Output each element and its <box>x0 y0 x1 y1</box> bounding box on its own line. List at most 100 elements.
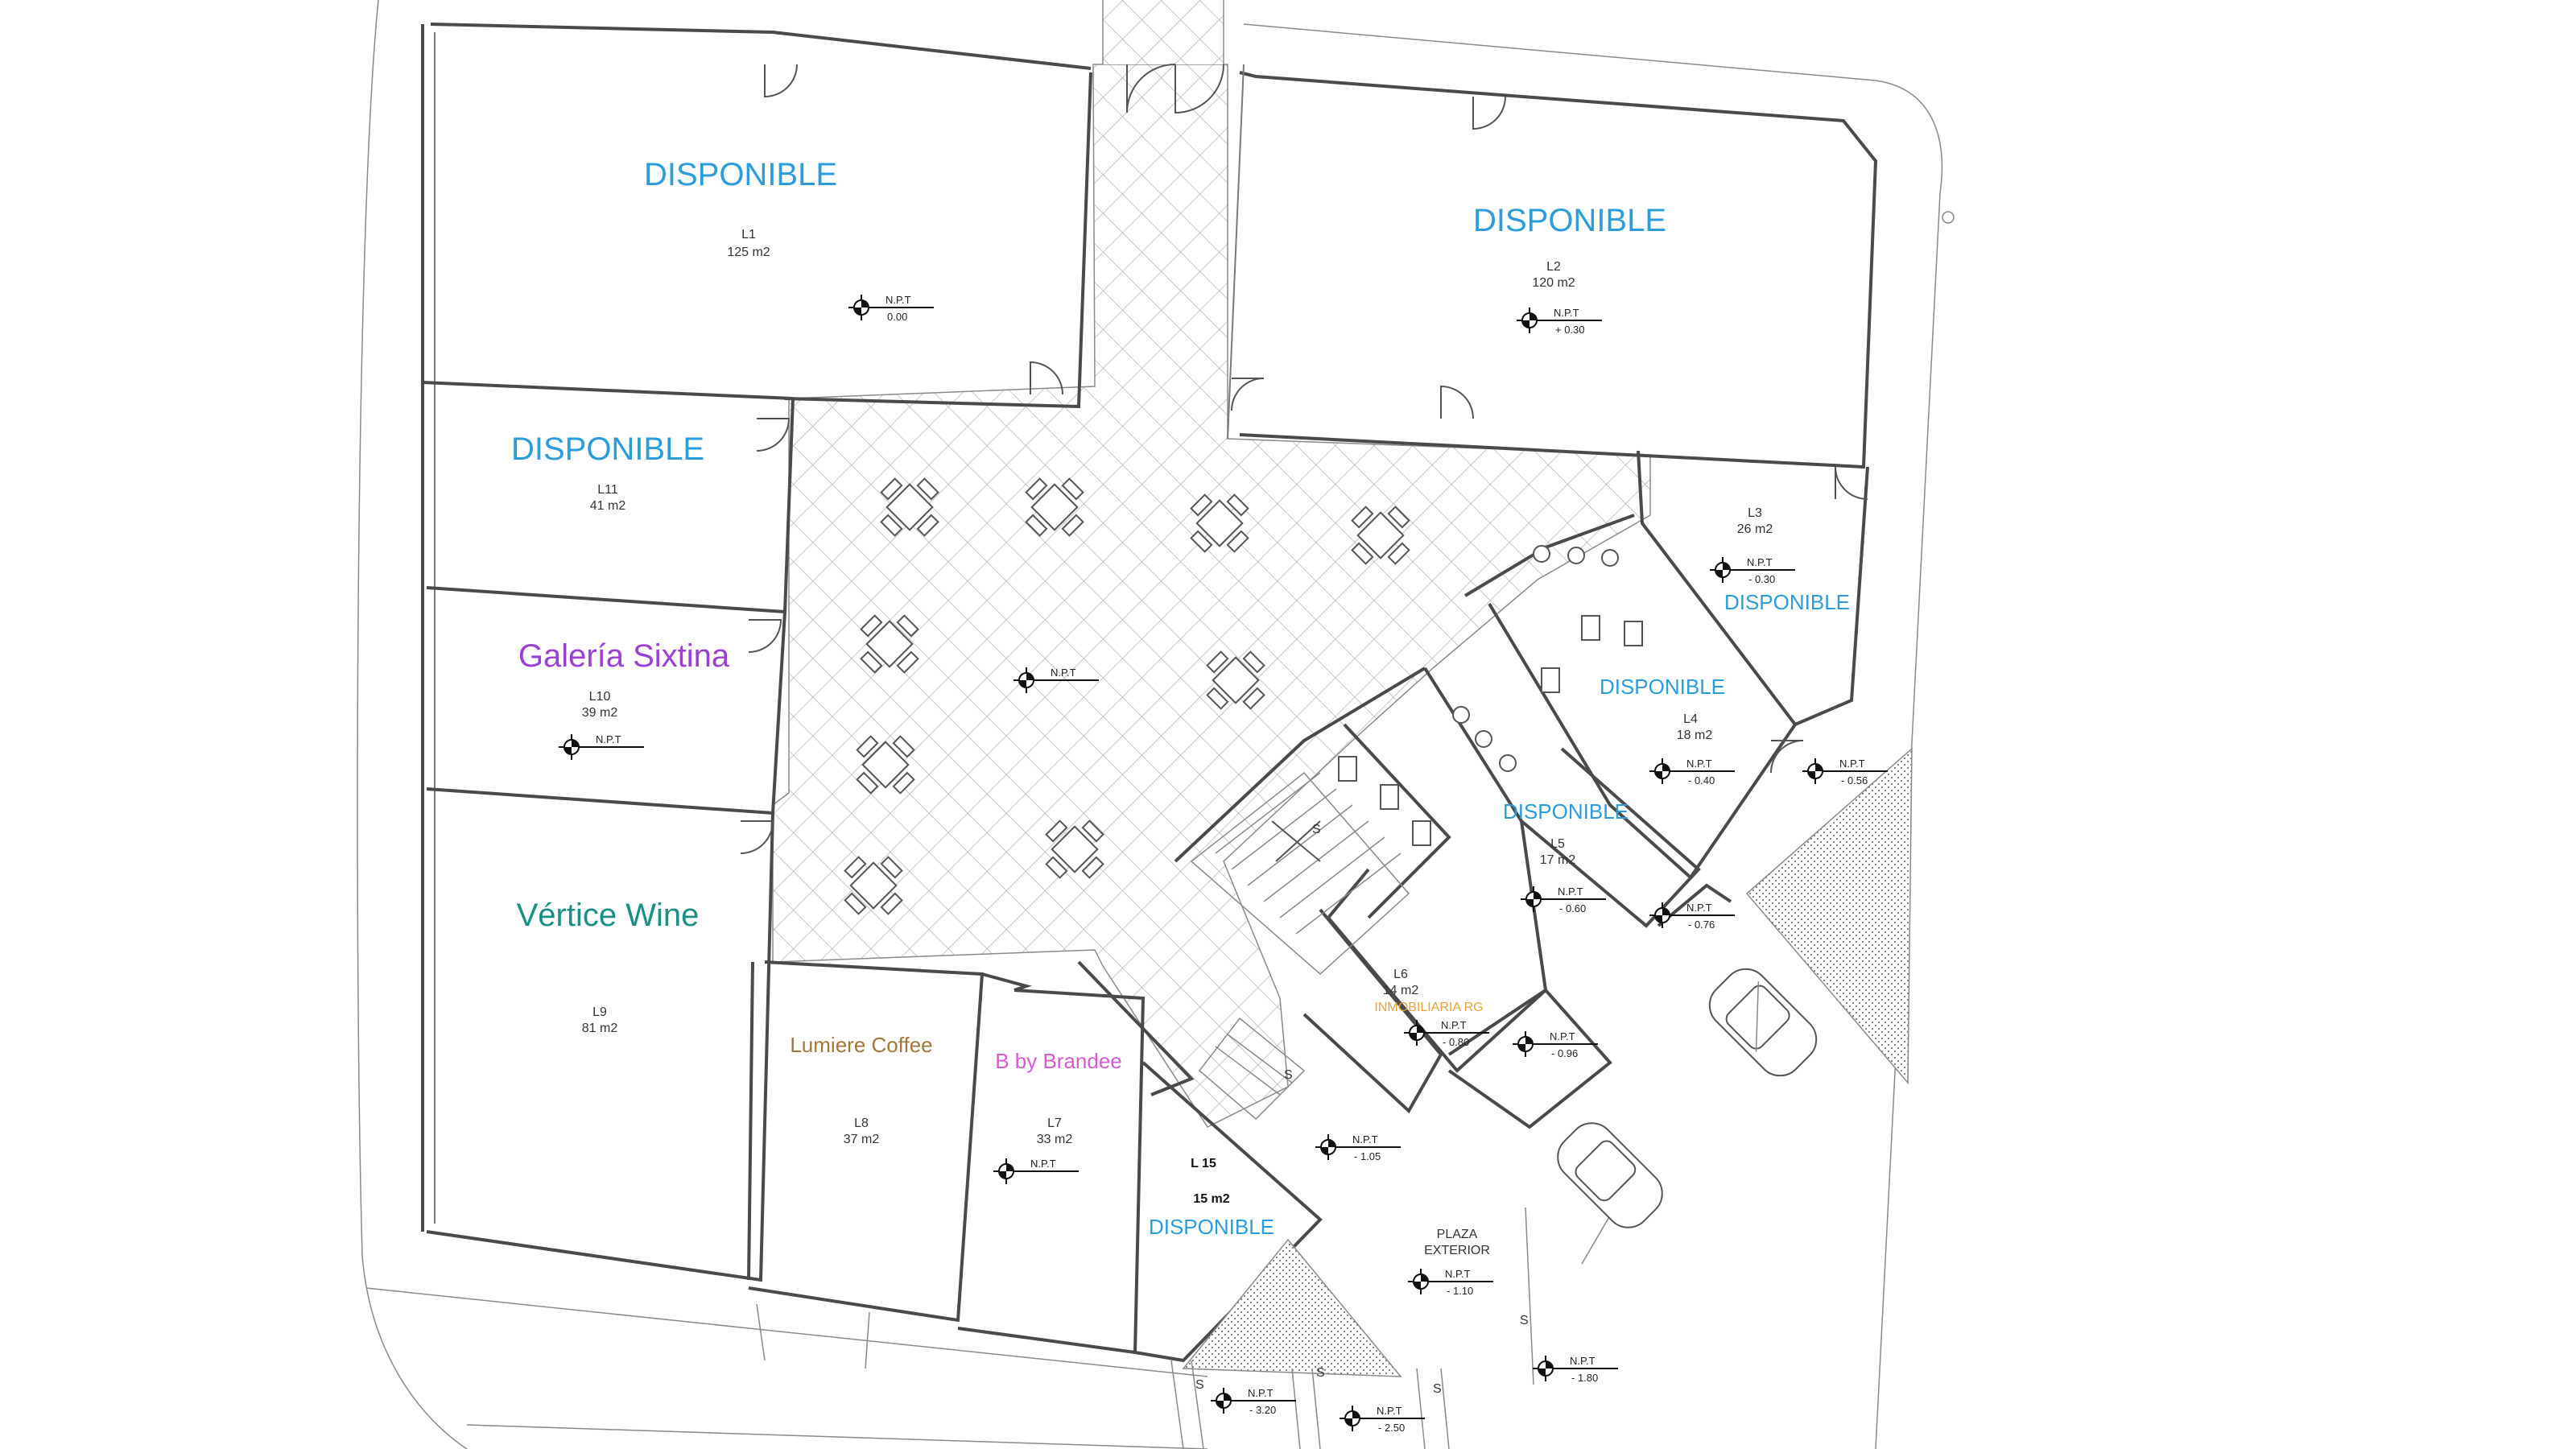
unit-l11-status: DISPONIBLE <box>511 431 704 467</box>
unit-l2-status: DISPONIBLE <box>1473 203 1666 238</box>
stair-marks: S S S S S S <box>1195 823 1529 1396</box>
level-marker-plain-14: N.P.T <box>1013 667 1099 693</box>
level-label: N.P.T <box>1747 556 1773 568</box>
unit-l5-area: 17 m2 <box>1540 853 1576 867</box>
level-label: N.P.T <box>1558 886 1583 898</box>
level-label: N.P.T <box>1441 1019 1467 1031</box>
level-marker-ramp_c: N.P.T - 0.96 <box>1513 1030 1598 1059</box>
unit-l1-status: DISPONIBLE <box>644 157 837 192</box>
unit-l9-area: 81 m2 <box>582 1022 618 1035</box>
unit-l4[interactable]: DISPONIBLE L4 18 m2 <box>1600 675 1725 742</box>
level-value: - 0.56 <box>1841 774 1868 786</box>
level-label: N.P.T <box>1839 758 1865 770</box>
unit-l7-code: L7 <box>1047 1117 1062 1130</box>
unit-l3-code: L3 <box>1748 506 1762 520</box>
level-marker-stair_low: N.P.T - 1.05 <box>1315 1133 1401 1162</box>
unit-l10[interactable]: Galería Sixtina L10 39 m2 <box>518 638 730 720</box>
unit-l6[interactable]: L6 14 m2 INMOBILIARIA RG <box>1374 968 1483 1014</box>
level-marker-l3: N.P.T - 0.30 <box>1710 556 1795 585</box>
level-label: N.P.T <box>1550 1030 1575 1042</box>
unit-l5-code: L5 <box>1550 837 1565 851</box>
unit-l3-status: DISPONIBLE <box>1724 590 1850 614</box>
level-label: N.P.T <box>886 294 911 306</box>
level-value: - 1.05 <box>1354 1150 1381 1162</box>
site-boundary <box>357 0 1955 1449</box>
stair-mark-s6: S <box>1433 1382 1442 1396</box>
unit-l9-code: L9 <box>592 1005 607 1019</box>
level-marker-plaza: N.P.T - 1.10 <box>1408 1268 1493 1297</box>
level-marker-plain-16: N.P.T <box>993 1158 1079 1184</box>
level-label: N.P.T <box>596 733 621 745</box>
stair-mark-s4: S <box>1195 1378 1204 1392</box>
stair-mark-s5: S <box>1316 1366 1325 1380</box>
unit-l9-tenant: Vértice Wine <box>517 898 700 933</box>
unit-l1[interactable]: DISPONIBLE L1 125 m2 <box>644 157 837 259</box>
parked-car-1 <box>1708 968 1818 1077</box>
level-value: 0.00 <box>887 311 907 323</box>
level-marker-front_b: N.P.T- 2.50 <box>1340 1405 1425 1434</box>
level-marker-l2: N.P.T + 0.30 <box>1517 307 1602 336</box>
level-marker-plain-15: N.P.T <box>559 733 644 760</box>
level-marker-front_a: N.P.T- 3.20 <box>1211 1387 1296 1416</box>
unit-l8[interactable]: Lumiere Coffee L8 37 m2 <box>790 1033 932 1146</box>
unit-l1-code: L1 <box>741 228 756 242</box>
door-swings <box>740 64 1868 854</box>
unit-l15-area: 15 m2 <box>1193 1192 1229 1206</box>
unit-l4-code: L4 <box>1683 712 1698 726</box>
stair-mark-s2: S <box>1284 1068 1293 1082</box>
level-label: N.P.T <box>1686 758 1712 770</box>
stair-mark-s3: S <box>1520 1314 1529 1327</box>
central-plaza-floor <box>772 0 1651 1128</box>
unit-l11-code: L11 <box>597 483 618 497</box>
level-label: N.P.T <box>1686 902 1712 914</box>
level-label: N.P.T <box>1570 1355 1596 1367</box>
plaza-line1: PLAZA <box>1437 1228 1478 1241</box>
unit-l15[interactable]: L 15 15 m2 DISPONIBLE <box>1149 1157 1274 1239</box>
unit-l2-code: L2 <box>1546 260 1561 274</box>
central-stair <box>1190 771 1410 1121</box>
level-value: - 1.10 <box>1447 1285 1473 1297</box>
left-wing-walls <box>421 23 1323 1363</box>
unit-l10-code: L10 <box>589 690 611 704</box>
level-label: N.P.T <box>1445 1268 1471 1280</box>
unit-l9[interactable]: Vértice Wine L9 81 m2 <box>517 898 700 1035</box>
level-value: - 1.80 <box>1571 1372 1598 1384</box>
level-label: N.P.T <box>1248 1387 1274 1399</box>
patio-tables <box>844 477 1410 915</box>
plaza-line2: EXTERIOR <box>1424 1244 1490 1257</box>
unit-l8-area: 37 m2 <box>844 1133 880 1146</box>
unit-l15-status: DISPONIBLE <box>1149 1215 1274 1239</box>
level-label: N.P.T <box>1554 307 1579 319</box>
level-marker-ramp_a: N.P.T - 0.56 <box>1802 758 1888 786</box>
unit-l3-area: 26 m2 <box>1737 522 1773 536</box>
unit-l6-code: L6 <box>1393 968 1408 981</box>
unit-l5[interactable]: DISPONIBLE L5 17 m2 <box>1503 799 1629 867</box>
unit-l2[interactable]: DISPONIBLE L2 120 m2 <box>1473 203 1666 290</box>
unit-l6-area: 14 m2 <box>1383 984 1419 997</box>
level-value: - 0.80 <box>1443 1036 1469 1048</box>
unit-l11-area: 41 m2 <box>590 499 626 513</box>
unit-l8-code: L8 <box>854 1117 869 1130</box>
unit-l11[interactable]: DISPONIBLE L11 41 m2 <box>511 431 704 513</box>
unit-l7[interactable]: B by Brandee L7 33 m2 <box>995 1049 1122 1146</box>
unit-l5-status: DISPONIBLE <box>1503 799 1629 824</box>
level-label: N.P.T <box>1051 667 1076 679</box>
level-value: - 0.60 <box>1559 902 1586 914</box>
level-value: - 0.30 <box>1748 573 1775 585</box>
unit-l7-tenant: B by Brandee <box>995 1049 1122 1073</box>
level-marker-ramp_b: N.P.T- 0.76 <box>1649 902 1735 931</box>
unit-l3[interactable]: L3 26 m2 DISPONIBLE <box>1724 506 1850 614</box>
level-label: N.P.T <box>1030 1158 1056 1170</box>
level-value: + 0.30 <box>1555 324 1585 336</box>
level-marker-l4: N.P.T - 0.40 <box>1649 758 1735 786</box>
unit-l6-tenant: INMOBILIARIA RG <box>1374 1001 1483 1014</box>
level-value: - 0.40 <box>1688 774 1715 786</box>
level-marker-l6: N.P.T - 0.80 <box>1404 1019 1489 1048</box>
unit-l4-area: 18 m2 <box>1677 729 1713 742</box>
level-label: N.P.T <box>1377 1405 1402 1417</box>
unit-l7-area: 33 m2 <box>1037 1133 1073 1146</box>
level-value: - 0.96 <box>1551 1047 1578 1059</box>
level-marker-l5: N.P.T - 0.60 <box>1521 886 1606 914</box>
parked-car-2 <box>1557 1122 1663 1228</box>
level-label: N.P.T <box>1352 1133 1378 1146</box>
